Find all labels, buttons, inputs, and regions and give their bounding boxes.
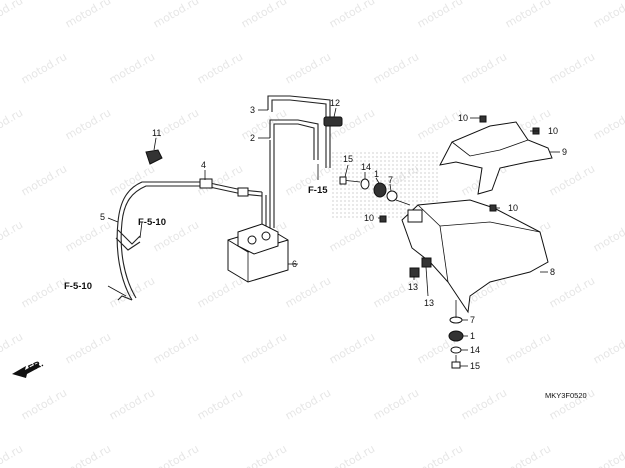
watermark-text: motod.ru xyxy=(371,386,421,422)
watermark-text: motod.ru xyxy=(63,218,113,254)
callout-10-right: 10 xyxy=(548,126,558,136)
callout-1-upper: 1 xyxy=(374,169,379,179)
callout-2: 2 xyxy=(250,133,255,143)
callout-14-lower: 14 xyxy=(470,345,480,355)
watermark-text: motod.ru xyxy=(547,162,597,198)
watermark-text: motod.ru xyxy=(19,50,69,86)
watermark-text: motod.ru xyxy=(239,442,289,468)
leader-lines xyxy=(107,107,560,367)
callout-9: 9 xyxy=(562,147,567,157)
watermark-text: motod.ru xyxy=(371,50,421,86)
callout-1-lower: 1 xyxy=(470,331,475,341)
callout-10-top: 10 xyxy=(458,113,468,123)
part-8-tray xyxy=(401,199,549,314)
watermark-text: motod.ru xyxy=(19,274,69,310)
watermark-text: motod.ru xyxy=(415,442,465,468)
watermark-text: motod.ru xyxy=(63,330,113,366)
callout-13-right: 13 xyxy=(424,298,434,308)
diagram-code: MKY3F0520 xyxy=(545,391,587,400)
ref-f15[interactable]: F-15 xyxy=(308,185,328,196)
mount-stack-lower xyxy=(448,300,464,369)
watermark-text: motod.ru xyxy=(239,330,289,366)
callout-6: 6 xyxy=(292,259,297,269)
callout-15-upper: 15 xyxy=(343,154,353,164)
watermark-text: motod.ru xyxy=(0,442,25,468)
watermark-text: motod.ru xyxy=(415,0,465,31)
watermark-text: motod.ru xyxy=(591,106,625,142)
part-13-clips xyxy=(409,257,432,278)
watermark-text: motod.ru xyxy=(283,50,333,86)
front-arrow-label: FR. xyxy=(27,358,46,374)
watermark-text: motod.ru xyxy=(151,442,201,468)
callout-3: 3 xyxy=(250,105,255,115)
callout-15-lower: 15 xyxy=(470,361,480,371)
callout-5: 5 xyxy=(100,212,105,222)
watermark-text: motod.ru xyxy=(107,162,157,198)
watermark-text: motod.ru xyxy=(503,442,553,468)
callout-13-left: 13 xyxy=(408,282,418,292)
watermark-text: motod.ru xyxy=(459,386,509,422)
watermark-text: motod.ru xyxy=(107,386,157,422)
watermark-text: motod.ru xyxy=(107,50,157,86)
watermark-text: motod.ru xyxy=(283,274,333,310)
watermark-text: motod.ru xyxy=(63,106,113,142)
watermark-text: motod.ru xyxy=(0,0,25,31)
watermark-text: motod.ru xyxy=(591,0,625,31)
watermark-text: motod.ru xyxy=(195,274,245,310)
watermark-text: motod.ru xyxy=(327,218,377,254)
ref-f510-lower[interactable]: F-5-10 xyxy=(64,281,92,292)
watermark-text: motod.ru xyxy=(283,386,333,422)
part-12-grommet xyxy=(323,116,343,127)
callout-4: 4 xyxy=(201,160,206,170)
watermark-text: motod.ru xyxy=(107,274,157,310)
callout-14-upper: 14 xyxy=(361,162,371,172)
callout-10-left: 10 xyxy=(364,213,374,223)
watermark-text: motod.ru xyxy=(19,162,69,198)
watermark-text: motod.ru xyxy=(459,50,509,86)
callout-12: 12 xyxy=(330,98,340,108)
front-arrow-icon xyxy=(12,363,40,378)
watermark-text: motod.ru xyxy=(0,218,25,254)
watermark-text: motod.ru xyxy=(547,274,597,310)
watermark-text: motod.ru xyxy=(327,330,377,366)
watermark-text: motod.ru xyxy=(503,330,553,366)
watermark-text: motod.ru xyxy=(415,106,465,142)
watermark-text: motod.ru xyxy=(63,442,113,468)
part-9-cover xyxy=(439,121,553,195)
callout-10-mid: 10 xyxy=(508,203,518,213)
watermark-text: motod.ru xyxy=(19,386,69,422)
watermark-text: motod.ru xyxy=(547,50,597,86)
pipe-clamp xyxy=(199,178,213,189)
watermark-text: motod.ru xyxy=(151,0,201,31)
part-11-fitting xyxy=(145,149,163,165)
ref-f510-upper[interactable]: F-5-10 xyxy=(138,217,166,228)
watermark-text: motod.ru xyxy=(591,330,625,366)
callout-7-lower: 7 xyxy=(470,315,475,325)
callout-7-upper: 7 xyxy=(388,175,393,185)
callout-11: 11 xyxy=(152,128,161,138)
watermark-text: motod.ru xyxy=(63,0,113,31)
watermark-text: motod.ru xyxy=(0,330,25,366)
watermark-text: motod.ru xyxy=(591,442,625,468)
brake-pipe-long xyxy=(115,178,267,301)
watermark-text: motod.ru xyxy=(0,106,25,142)
pipe-clamp-2 xyxy=(237,187,249,197)
watermark-text: motod.ru xyxy=(503,0,553,31)
watermark-text: motod.ru xyxy=(195,50,245,86)
part-6-abs-modulator xyxy=(227,223,289,283)
watermark-text: motod.ru xyxy=(591,218,625,254)
callout-labels: 11 4 5 3 2 12 6 15 14 1 7 10 10 10 9 10 … xyxy=(100,98,567,371)
watermark-text: motod.ru xyxy=(195,386,245,422)
watermark-text: motod.ru xyxy=(327,442,377,468)
watermark-text: motod.ru xyxy=(239,0,289,31)
watermark-text: motod.ru xyxy=(327,0,377,31)
watermark-text: motod.ru xyxy=(151,330,201,366)
callout-8: 8 xyxy=(550,267,555,277)
